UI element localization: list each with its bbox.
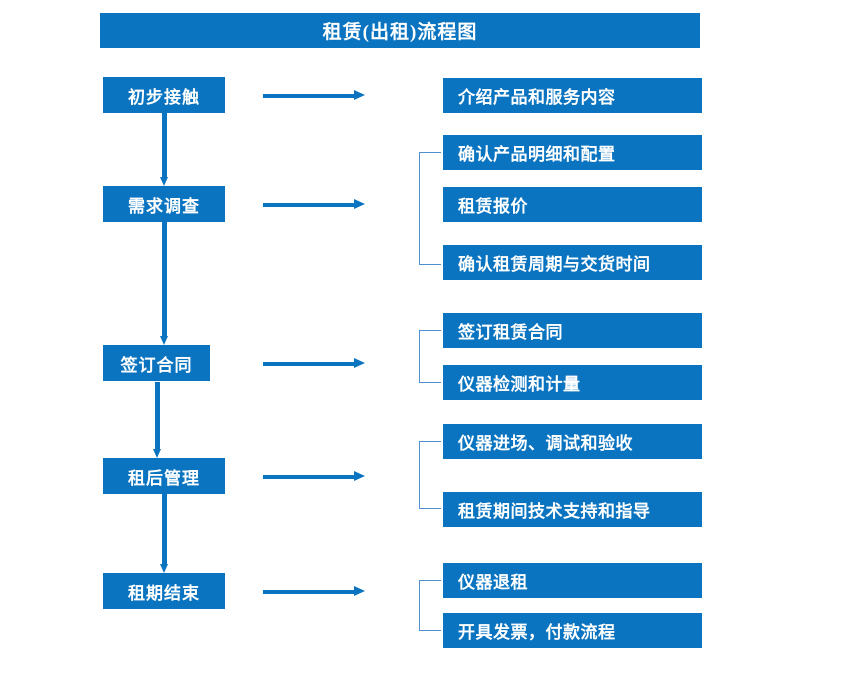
vertical-arrow-stage4-to-stage5	[160, 494, 169, 573]
arrow-shaft	[155, 382, 160, 449]
arrow-shaft	[263, 589, 356, 594]
arrow-head-icon	[160, 177, 168, 186]
arrow-head-icon	[354, 358, 365, 368]
detail-box-instrument-return[interactable]: 仪器退租	[443, 563, 702, 598]
arrow-shaft	[162, 494, 167, 564]
group-bracket-stage5	[419, 580, 441, 631]
arrow-shaft	[162, 113, 167, 177]
arrow-head-icon	[354, 586, 365, 596]
detail-box-rental-quotation[interactable]: 租赁报价	[443, 187, 702, 222]
detail-box-sign-rental-contract[interactable]: 签订租赁合同	[443, 313, 702, 348]
detail-box-technical-support-during-rental[interactable]: 租赁期间技术支持和指导	[443, 492, 702, 527]
group-bracket-stage3	[419, 330, 441, 383]
stage-box-requirements-survey[interactable]: 需求调查	[103, 186, 225, 222]
detail-box-instrument-inspection-metering[interactable]: 仪器检测和计量	[443, 365, 702, 400]
arrow-shaft	[263, 474, 356, 479]
stage-box-sign-contract[interactable]: 签订合同	[103, 345, 210, 381]
page-title: 租赁(出租)流程图	[100, 13, 700, 48]
stage-box-initial-contact[interactable]: 初步接触	[103, 77, 225, 113]
horizontal-arrow-stage3	[263, 358, 365, 369]
stage-box-lease-end[interactable]: 租期结束	[103, 573, 225, 609]
detail-box-instrument-entry-debug-acceptance[interactable]: 仪器进场、调试和验收	[443, 424, 702, 459]
detail-box-confirm-rental-period-delivery[interactable]: 确认租赁周期与交货时间	[443, 245, 702, 280]
arrow-head-icon	[160, 564, 168, 573]
arrow-shaft	[162, 222, 167, 336]
arrow-head-icon	[153, 449, 161, 458]
horizontal-arrow-stage2	[263, 199, 365, 210]
horizontal-arrow-stage1	[263, 90, 365, 101]
horizontal-arrow-stage4	[263, 471, 365, 482]
arrow-head-icon	[354, 90, 365, 100]
detail-box-introduce-products-services[interactable]: 介绍产品和服务内容	[443, 78, 702, 113]
group-bracket-stage2	[419, 152, 441, 265]
arrow-shaft	[263, 202, 356, 207]
group-bracket-stage4	[419, 441, 441, 509]
arrow-head-icon	[354, 471, 365, 481]
vertical-arrow-stage3-to-stage4	[153, 382, 162, 458]
arrow-shaft	[263, 361, 356, 366]
arrow-head-icon	[354, 199, 365, 209]
detail-box-invoice-payment-process[interactable]: 开具发票，付款流程	[443, 613, 702, 648]
horizontal-arrow-stage5	[263, 586, 365, 597]
arrow-shaft	[263, 93, 356, 98]
stage-box-post-rental-management[interactable]: 租后管理	[103, 458, 225, 494]
arrow-head-icon	[160, 336, 168, 345]
vertical-arrow-stage1-to-stage2	[160, 113, 169, 186]
detail-box-confirm-product-details-config[interactable]: 确认产品明细和配置	[443, 135, 702, 170]
vertical-arrow-stage2-to-stage3	[160, 222, 169, 345]
